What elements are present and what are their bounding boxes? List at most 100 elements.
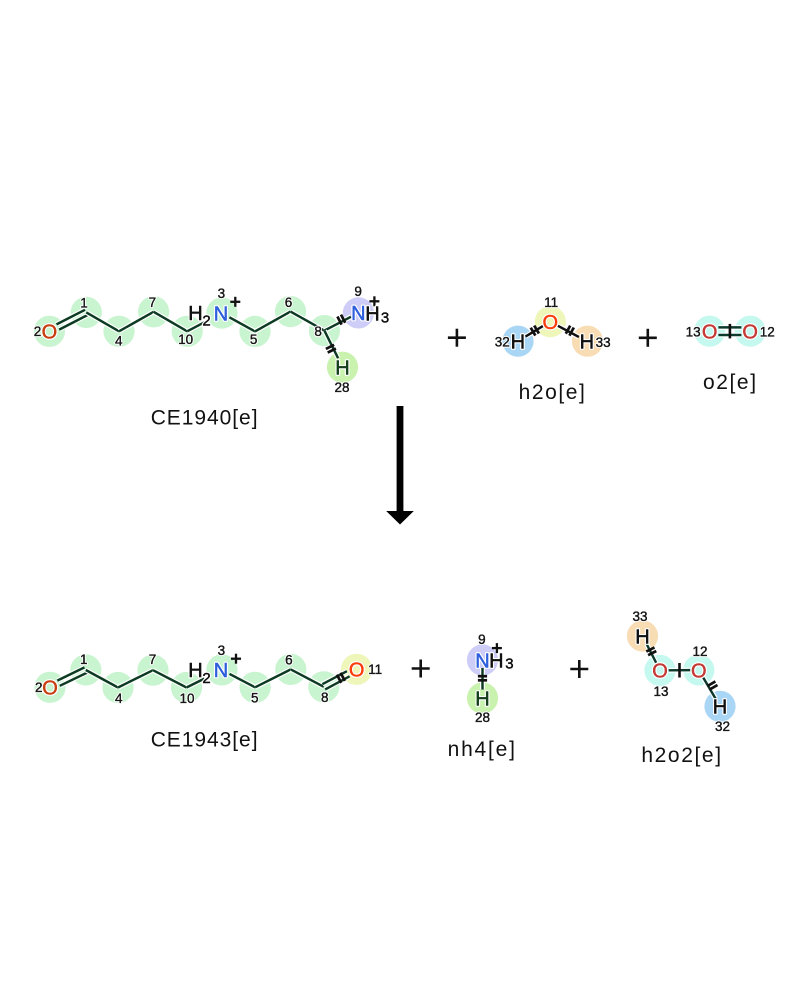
svg-text:2: 2 [202, 313, 210, 330]
svg-text:3: 3 [218, 286, 226, 301]
svg-text:8: 8 [314, 324, 322, 339]
svg-text:H: H [580, 332, 594, 354]
svg-text:7: 7 [149, 652, 157, 667]
svg-text:11: 11 [368, 662, 382, 677]
svg-text:6: 6 [285, 653, 293, 668]
svg-text:1: 1 [80, 652, 88, 667]
svg-text:10: 10 [178, 332, 193, 347]
svg-text:H: H [475, 688, 489, 710]
svg-text:5: 5 [250, 332, 258, 347]
svg-text:H: H [713, 697, 727, 719]
svg-text:12: 12 [760, 324, 775, 339]
svg-text:O: O [42, 322, 58, 344]
svg-text:3: 3 [218, 643, 226, 658]
svg-text:H: H [188, 660, 202, 682]
svg-text:12: 12 [760, 324, 775, 339]
svg-text:N: N [475, 650, 489, 672]
svg-text:2: 2 [34, 324, 42, 339]
svg-text:H: H [365, 303, 379, 325]
svg-text:CE1943[e]: CE1943[e] [151, 728, 259, 751]
svg-text:32: 32 [715, 719, 730, 734]
svg-text:O: O [652, 661, 668, 683]
svg-text:O: O [702, 322, 718, 344]
svg-text:4: 4 [115, 691, 123, 706]
svg-text:33: 33 [632, 609, 647, 624]
svg-text:3: 3 [505, 656, 513, 673]
svg-text:N: N [351, 303, 365, 325]
svg-text:13: 13 [653, 684, 668, 699]
svg-text:H: H [635, 626, 649, 648]
svg-text:H: H [489, 650, 503, 672]
svg-text:2: 2 [202, 313, 210, 330]
svg-text:O: O [742, 322, 758, 344]
svg-text:3: 3 [218, 286, 226, 301]
svg-text:H: H [713, 697, 727, 719]
svg-text:O: O [349, 660, 365, 682]
svg-text:O: O [543, 312, 559, 334]
svg-text:5: 5 [251, 691, 259, 706]
svg-text:O: O [349, 660, 365, 682]
svg-text:11: 11 [544, 295, 558, 310]
svg-text:H: H [365, 303, 379, 325]
svg-text:O: O [42, 322, 58, 344]
svg-text:H: H [188, 303, 202, 325]
svg-text:8: 8 [321, 690, 329, 705]
svg-text:H: H [475, 688, 489, 710]
svg-text:4: 4 [115, 333, 123, 348]
svg-text:h2o2[e]: h2o2[e] [641, 744, 722, 767]
svg-text:4: 4 [115, 691, 123, 706]
svg-text:32: 32 [495, 334, 510, 349]
svg-text:O: O [42, 678, 58, 700]
svg-text:7: 7 [149, 295, 157, 310]
svg-text:28: 28 [475, 710, 490, 725]
svg-text:H: H [188, 303, 202, 325]
svg-text:9: 9 [354, 284, 362, 299]
svg-text:H: H [511, 332, 525, 354]
svg-text:5: 5 [250, 332, 258, 347]
svg-text:2: 2 [34, 324, 42, 339]
svg-text:H: H [335, 358, 349, 380]
svg-text:O: O [742, 322, 758, 344]
svg-text:H: H [335, 358, 349, 380]
svg-text:2: 2 [202, 670, 210, 687]
svg-text:O: O [691, 660, 707, 682]
svg-text:2: 2 [202, 670, 210, 687]
svg-text:12: 12 [692, 644, 707, 659]
svg-text:3: 3 [218, 643, 226, 658]
svg-text:6: 6 [285, 295, 293, 310]
svg-text:N: N [214, 660, 228, 682]
svg-text:10: 10 [179, 691, 194, 706]
svg-text:2: 2 [35, 680, 43, 695]
svg-text:7: 7 [149, 652, 157, 667]
svg-text:2: 2 [35, 680, 43, 695]
svg-text:33: 33 [596, 335, 611, 350]
svg-text:N: N [475, 650, 489, 672]
svg-text:CE1940[e]: CE1940[e] [151, 406, 259, 429]
svg-text:6: 6 [285, 653, 293, 668]
svg-text:5: 5 [251, 691, 259, 706]
svg-text:33: 33 [596, 335, 611, 350]
svg-text:h2o[e]: h2o[e] [519, 381, 587, 404]
svg-text:3: 3 [381, 309, 389, 326]
svg-text:1: 1 [80, 652, 88, 667]
svg-text:28: 28 [334, 380, 349, 395]
svg-text:28: 28 [334, 380, 349, 395]
svg-text:33: 33 [632, 609, 647, 624]
svg-text:O: O [42, 678, 58, 700]
svg-text:H: H [580, 332, 594, 354]
svg-text:10: 10 [179, 691, 194, 706]
svg-text:3: 3 [505, 656, 513, 673]
svg-text:H: H [635, 626, 649, 648]
svg-text:N: N [214, 303, 228, 325]
svg-text:1: 1 [80, 295, 88, 310]
svg-text:4: 4 [115, 333, 123, 348]
svg-text:H: H [188, 660, 202, 682]
svg-text:6: 6 [285, 295, 293, 310]
svg-text:32: 32 [715, 719, 730, 734]
svg-text:9: 9 [478, 632, 486, 647]
svg-text:8: 8 [314, 324, 322, 339]
svg-text:11: 11 [544, 295, 558, 310]
svg-text:8: 8 [321, 690, 329, 705]
svg-text:3: 3 [381, 309, 389, 326]
svg-text:32: 32 [495, 334, 510, 349]
